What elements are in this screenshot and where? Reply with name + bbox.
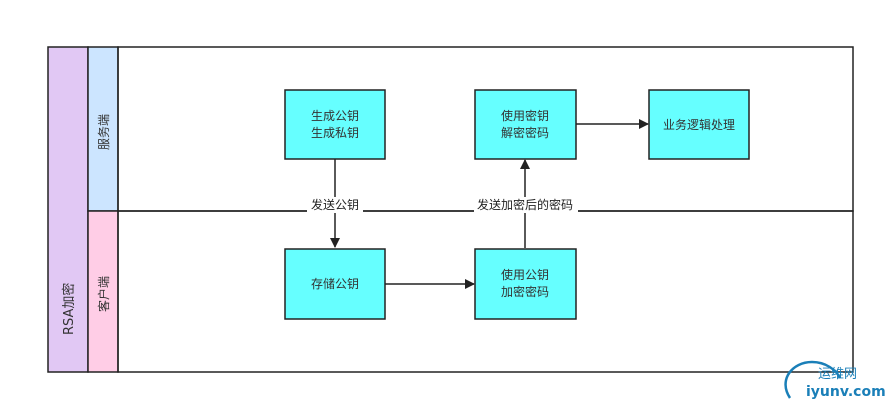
edge-label-bg-send-pubkey (307, 197, 363, 213)
node-generate-keys-box (284, 89, 386, 160)
node-generate-keys-line1: 生成公钥 (311, 109, 359, 123)
node-use-private-key-line2: 解密密码 (501, 125, 549, 140)
node-business-logic: 业务逻辑处理 (648, 89, 750, 160)
node-use-public-key-box (474, 248, 577, 320)
node-store-public-key-box (284, 248, 386, 320)
node-use-private-key-box (474, 89, 577, 160)
node-business-logic-box (648, 89, 750, 160)
lane-server-label: 服务端 (96, 114, 111, 150)
watermark-url: iyunv.com (806, 384, 885, 400)
node-store-public-key: 存储公钥 (284, 248, 386, 320)
watermark-swoosh-icon (784, 360, 842, 399)
lane-client-label: 客户端 (96, 276, 111, 312)
lane-server-header (87, 46, 119, 212)
edge-label-send-pubkey: 发送公钥 (311, 197, 359, 212)
edge-label-bg-send-encrypted (474, 197, 578, 213)
node-generate-keys: 生成公钥 生成私钥 (284, 89, 386, 160)
node-use-public-key: 使用公钥 加密密码 (474, 248, 577, 320)
node-use-public-key-line2: 加密密码 (501, 284, 549, 299)
node-generate-keys-line2: 生成私钥 (311, 126, 359, 140)
node-use-private-key: 使用密钥 解密密码 (474, 89, 577, 160)
pool-title: RSA加密 (61, 283, 77, 335)
node-business-logic-line1: 业务逻辑处理 (663, 117, 735, 132)
node-use-public-key-line1: 使用公钥 (501, 267, 549, 282)
watermark-cn: 运维网 (818, 367, 857, 382)
watermark: 运维网 iyunv.com (784, 360, 885, 400)
pool-header (47, 46, 89, 373)
edge-label-send-encrypted: 发送加密后的密码 (477, 197, 573, 212)
node-use-private-key-line1: 使用密钥 (501, 108, 549, 123)
node-store-public-key-line1: 存储公钥 (311, 276, 359, 291)
